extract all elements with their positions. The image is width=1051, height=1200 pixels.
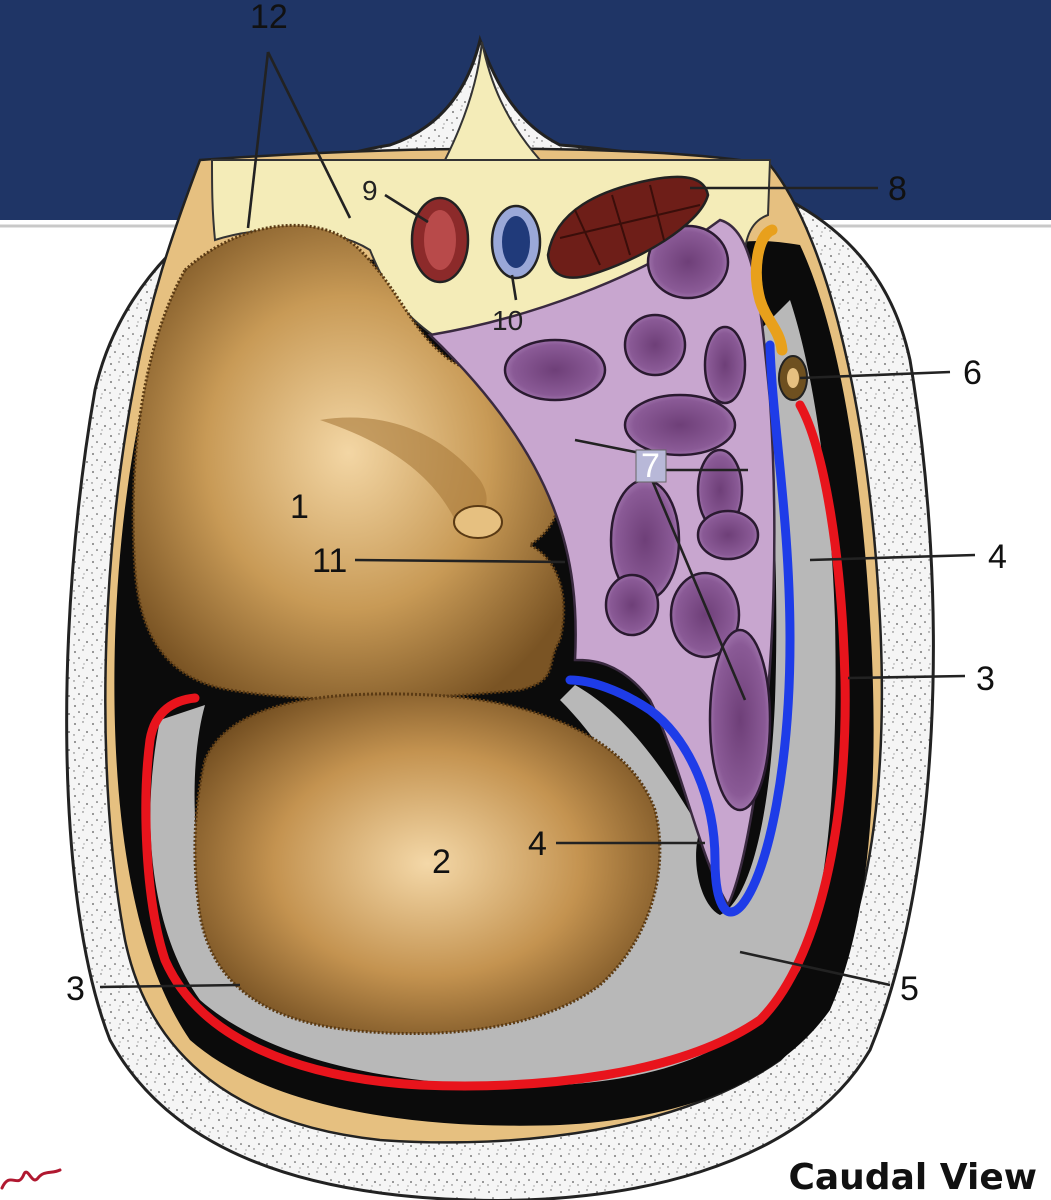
kidney-upper (131, 223, 566, 701)
dorsal-muscle-mass-segments (559, 184, 701, 266)
label-11: 11 (312, 542, 347, 580)
intestinal-loop (503, 338, 607, 402)
label-5: 5 (900, 970, 919, 1008)
parietal-peritoneum-line-right (141, 400, 850, 1091)
label-9: 9 (362, 175, 378, 206)
renal-pelvis (453, 505, 503, 539)
signature-mark (0, 1168, 62, 1190)
dorsal-muscle-mass (546, 175, 710, 279)
artery-lumen (424, 210, 456, 270)
label-7: 7 (641, 447, 660, 485)
intestinal-loop (623, 393, 737, 457)
intestinal-loop (703, 325, 747, 405)
intestinal-loop (604, 573, 660, 637)
label-1: 1 (290, 488, 309, 526)
vein-lumen (502, 216, 530, 268)
label-2: 2 (432, 843, 451, 881)
label-3-left: 3 (66, 970, 85, 1008)
renal-hilus (320, 417, 487, 523)
label-8: 8 (888, 170, 907, 208)
label-12: 12 (250, 0, 288, 36)
label-4-inner: 4 (528, 825, 547, 863)
label-7-box (635, 449, 667, 483)
kidney-lower (193, 692, 662, 1036)
mesentery-orange-line (750, 224, 788, 356)
label-3-right: 3 (976, 660, 995, 698)
intestinal-loop (646, 224, 730, 300)
ureter-lumen (787, 368, 799, 388)
label-4-right: 4 (988, 538, 1007, 576)
intestinal-loops (503, 224, 772, 812)
intestinal-loop (708, 628, 772, 812)
vertebral-spinous-process (443, 41, 543, 161)
peritoneal-cavity (150, 300, 836, 1086)
intestinal-loop (669, 571, 741, 659)
label-10: 10 (492, 305, 523, 336)
intestinal-loop (623, 313, 687, 377)
visceral-peritoneum-line (565, 340, 795, 917)
caption: Caudal View (788, 1157, 1037, 1198)
leader-lines (99, 51, 976, 989)
intestinal-loop (696, 509, 760, 561)
label-6: 6 (963, 354, 982, 392)
